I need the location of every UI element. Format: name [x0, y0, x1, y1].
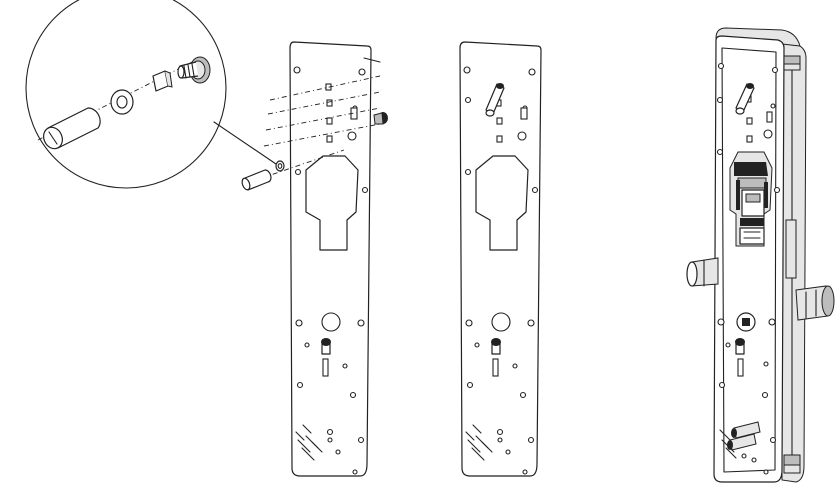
plate-outline	[459, 41, 542, 477]
callout-leader	[213, 121, 277, 165]
body-front	[713, 35, 785, 483]
speaker-grille-1	[295, 424, 323, 461]
lock-pin	[735, 83, 755, 115]
spindle	[736, 312, 756, 332]
detail-callout	[25, 0, 277, 189]
plate-cutout	[305, 155, 359, 251]
callout-circle	[25, 0, 227, 189]
spindle-hole	[321, 312, 341, 332]
speaker-grille-2	[465, 424, 493, 461]
plate-stud-1	[321, 338, 331, 355]
detail-washer	[110, 89, 134, 115]
handle-left	[686, 257, 719, 287]
detail-cylinder-pin	[43, 107, 101, 150]
exploded-pin	[241, 169, 272, 191]
installed-pin	[485, 83, 505, 117]
exploded-screw	[373, 112, 388, 125]
exploded-washer	[275, 160, 285, 172]
lock-mechanism	[729, 151, 773, 247]
handle-right	[795, 285, 835, 321]
lock-stud	[735, 338, 745, 355]
plate-outline	[289, 41, 372, 477]
back-plate-assembled	[459, 41, 542, 477]
lock-body-assembled	[686, 27, 835, 483]
detail-square-nut	[152, 70, 173, 92]
plate-stud-2	[491, 338, 501, 355]
lock-bottom-detail	[719, 421, 769, 475]
detail-screw	[177, 56, 211, 84]
back-plate-exploded	[241, 41, 388, 477]
